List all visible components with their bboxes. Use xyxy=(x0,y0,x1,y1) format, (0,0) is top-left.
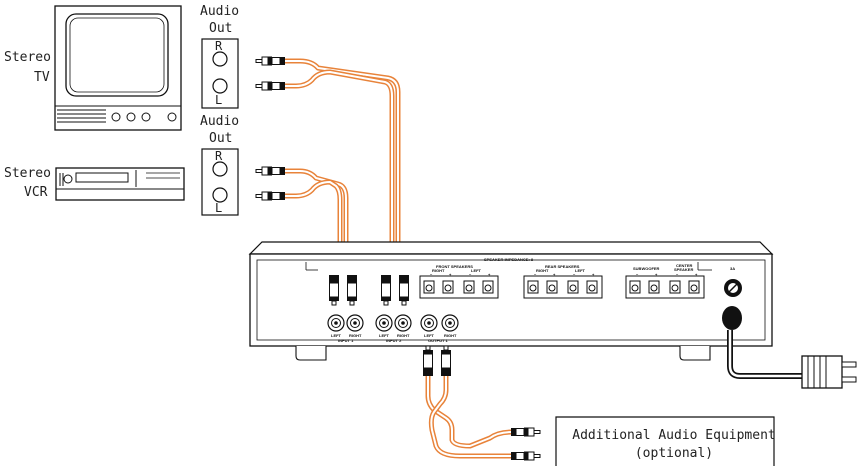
front-left-label: LEFT xyxy=(471,268,481,273)
rca-plug-tv-l xyxy=(255,81,286,91)
rear-speaker-terminals xyxy=(523,275,603,299)
tv-audio-out-label-line2: Out xyxy=(209,21,233,36)
stereo-vcr-label-line2: VCR xyxy=(24,185,48,200)
input1-right-label: RIGHT xyxy=(349,333,362,338)
output1-right-label: RIGHT xyxy=(444,333,457,338)
rear-l-plus: + xyxy=(592,272,595,277)
center-label: CENTER xyxy=(676,263,693,268)
tv-audio-out-panel xyxy=(201,38,239,109)
vcr-audio-out-label-line2: Out xyxy=(209,131,233,146)
rear-l-minus: − xyxy=(573,272,576,277)
input2-left-label: LEFT xyxy=(379,333,389,338)
tv-audio-out-label-line1: Audio xyxy=(200,4,240,19)
additional-equipment-title: Additional Audio Equipment xyxy=(572,428,776,443)
rca-plug-additional-l xyxy=(510,451,541,461)
tv-icon xyxy=(54,5,182,131)
vcr-jack-l-label: L xyxy=(215,201,223,215)
front-l-minus: − xyxy=(469,272,472,277)
vcr-icon xyxy=(55,167,185,201)
input2-label: INPUT 2 xyxy=(386,338,402,343)
speaker-label: SPEAKER xyxy=(674,267,694,272)
fuse-holder xyxy=(724,279,742,297)
vcr-audio-out-panel xyxy=(201,148,239,216)
vcr-audio-out-label-line1: Audio xyxy=(200,114,240,129)
front-speaker-terminals xyxy=(419,275,499,299)
rca-plug-tv-r xyxy=(255,56,286,66)
front-speakers-label: FRONT SPEAKERS xyxy=(436,264,473,269)
output1-label: OUTPUT 1 xyxy=(428,338,448,343)
front-r-plus: + xyxy=(449,272,452,277)
rear-r-plus: + xyxy=(553,272,556,277)
output1-left-label: LEFT xyxy=(424,333,434,338)
additional-equipment-subtitle: (optional) xyxy=(634,446,714,461)
front-right-label: RIGHT xyxy=(432,268,445,273)
rear-r-minus: − xyxy=(534,272,537,277)
subwoofer-label: SUBWOOFER xyxy=(633,266,660,271)
tv-jack-r-label: R xyxy=(215,39,223,53)
stereo-tv-label-line2: TV xyxy=(34,70,50,85)
input1-left-label: LEFT xyxy=(331,333,341,338)
center-minus: − xyxy=(676,272,679,277)
rca-plug-vcr-l xyxy=(255,191,286,201)
output-plugs xyxy=(422,345,452,377)
input1-label: INPUT 1 xyxy=(338,338,354,343)
front-l-plus: + xyxy=(488,272,491,277)
rca-plug-additional-r xyxy=(510,427,541,437)
cables xyxy=(282,58,515,459)
stereo-vcr-label-line1: Stereo xyxy=(4,166,51,181)
sub-plus: + xyxy=(655,272,658,277)
fuse-label: 3A xyxy=(730,266,736,271)
rear-speakers-label: REAR SPEAKERS xyxy=(545,264,580,269)
input2-right-label: RIGHT xyxy=(397,333,410,338)
sub-center-terminals xyxy=(625,275,705,299)
rear-left-label: LEFT xyxy=(575,268,585,273)
sub-minus: − xyxy=(636,272,639,277)
power-cord xyxy=(722,306,857,389)
front-r-minus: − xyxy=(430,272,433,277)
speaker-impedance-label: SPEAKER IMPEDANCE: 8 xyxy=(484,257,534,262)
rear-right-label: RIGHT xyxy=(536,268,549,273)
tv-jack-l-label: L xyxy=(215,93,223,107)
additional-equipment-box xyxy=(555,416,775,466)
rca-plug-vcr-r xyxy=(255,166,286,176)
vcr-jack-r-label: R xyxy=(215,149,223,163)
stereo-tv-label-line1: Stereo xyxy=(4,50,51,65)
center-plus: + xyxy=(695,272,698,277)
